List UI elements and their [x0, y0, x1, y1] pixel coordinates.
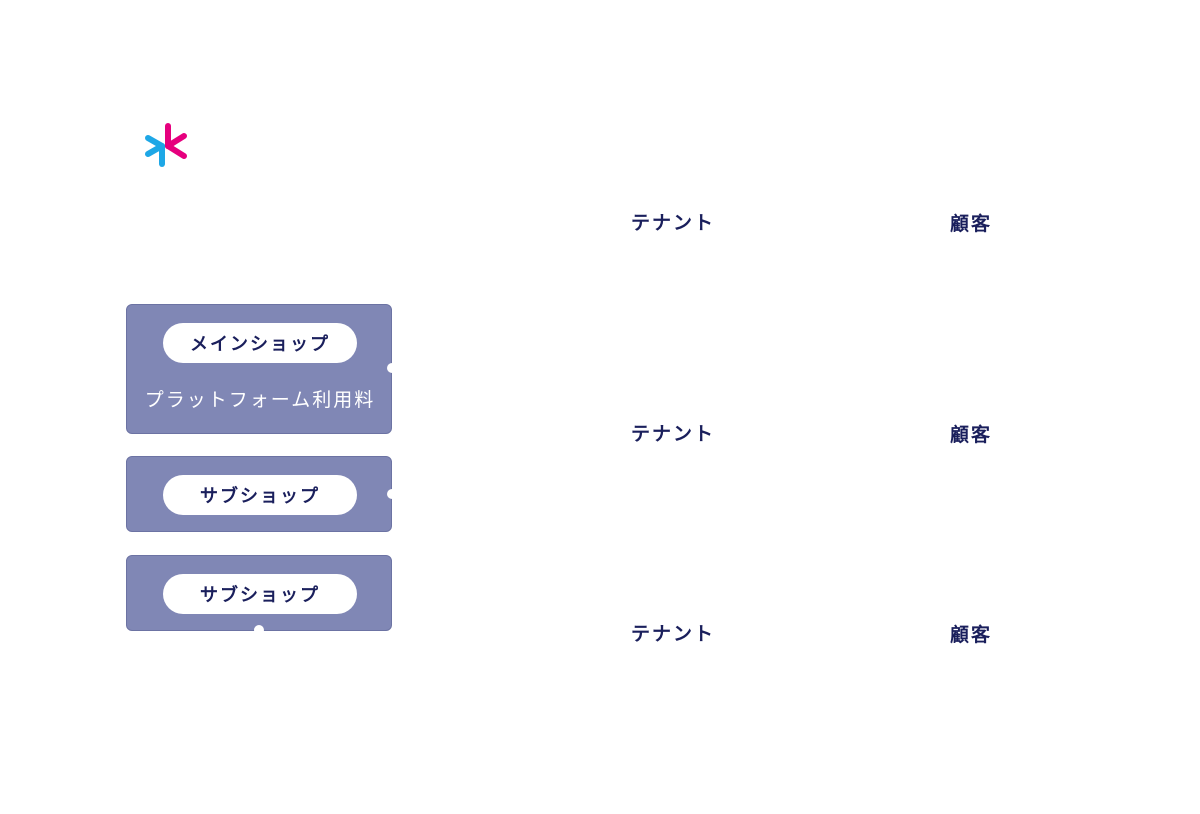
sub-shop-label: サブショップ [163, 574, 357, 614]
tenant-label: テナント [631, 212, 716, 234]
platform-fee-label: プラットフォーム利用料 [144, 389, 376, 411]
customer-label: 顧客 [950, 424, 993, 446]
sub-shop-card: サブショップ [126, 555, 392, 631]
sub-shop-connector [254, 625, 264, 635]
main-shop-card: メインショップ プラットフォーム利用料 [126, 304, 392, 434]
sub-shop-card: サブショップ [126, 456, 392, 532]
asterisk-logo-icon [145, 123, 187, 167]
tenant-label: テナント [631, 623, 716, 645]
sub-shop-connector [387, 489, 397, 499]
customer-label: 顧客 [950, 213, 993, 235]
customer-label: 顧客 [950, 624, 993, 646]
main-shop-label: メインショップ [163, 323, 357, 363]
tenant-label: テナント [631, 423, 716, 445]
main-shop-connector [387, 363, 397, 373]
sub-shop-label: サブショップ [163, 475, 357, 515]
